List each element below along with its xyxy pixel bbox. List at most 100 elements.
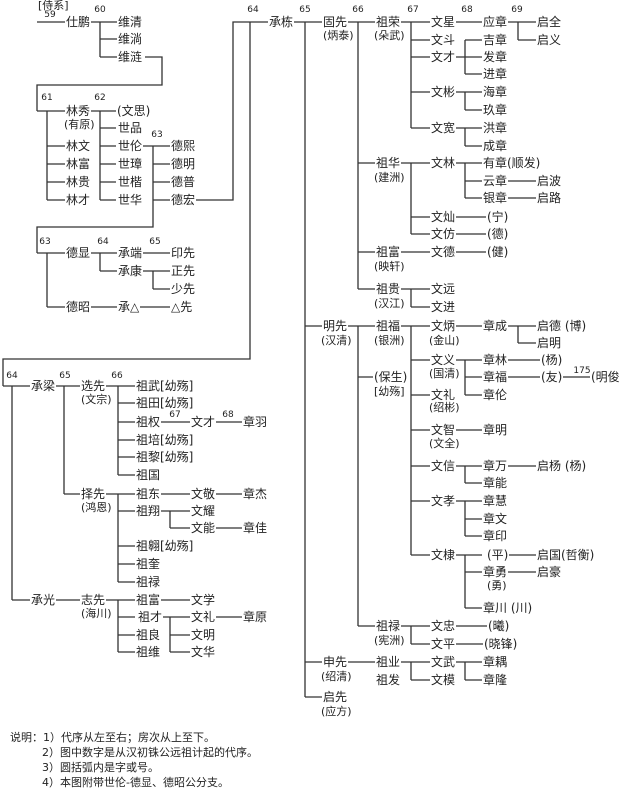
person-name: (明俊) (590, 370, 620, 384)
person-name: 发章 (482, 50, 509, 64)
person-name: 章耦 (482, 655, 509, 669)
generation-number: 67 (169, 410, 181, 420)
person-name: (文思) (116, 104, 152, 118)
person-name: 文远 (430, 282, 457, 296)
person-name: 祖奎 (135, 557, 162, 571)
generation-number: 68 (461, 5, 473, 15)
person-name: 祖才 (137, 610, 164, 624)
person-name: 德普 (170, 175, 197, 189)
person-name: 林富 (65, 157, 92, 171)
person-alias: (国清) (428, 367, 461, 380)
person-name: 章明 (482, 423, 509, 437)
person-name: 有章(顺发) (482, 156, 542, 170)
person-name: 文孝 (430, 494, 457, 508)
generation-number: 66 (352, 5, 364, 15)
person-name: 文才 (190, 415, 217, 429)
person-name: 承端 (117, 246, 144, 260)
person-name: 文才 (430, 50, 457, 64)
person-name: (杨) (540, 353, 564, 367)
generation-number: 62 (94, 93, 106, 103)
person-alias: (宪洲) (373, 634, 406, 647)
person-alias: (绍彬) (428, 401, 461, 414)
person-name: 启豪 (536, 565, 563, 579)
generation-number: 67 (407, 5, 419, 15)
person-name: 文武 (430, 655, 457, 669)
person-name: 德宏 (170, 193, 197, 207)
person-name: 章能 (482, 476, 509, 490)
person-alias: (炳泰) (322, 29, 355, 42)
person-alias: (汉江) (373, 297, 406, 310)
person-name: 文彬 (430, 85, 457, 99)
person-alias: (映轩) (373, 260, 406, 273)
person-name: 祖业 (375, 655, 402, 669)
person-name: (曦) (487, 619, 511, 633)
person-name: 章杰 (242, 487, 269, 501)
person-alias: (海川) (80, 607, 113, 620)
person-alias: (汉清) (320, 334, 353, 347)
person-name: 文棣 (430, 548, 457, 562)
person-name: 德熙 (170, 139, 197, 153)
generation-number: 63 (151, 130, 163, 140)
person-name: 文智 (430, 423, 457, 437)
person-name: 仕鹏 (65, 15, 92, 29)
person-name: 章万 (482, 459, 509, 473)
generation-number: 65 (59, 371, 71, 381)
person-name: 玖章 (482, 103, 509, 117)
person-name: 祖东 (135, 487, 162, 501)
generation-number: 59 (44, 10, 56, 20)
person-name: 启国(哲衡) (536, 548, 596, 562)
person-alias: (勇) (486, 579, 508, 592)
person-alias: [幼殇] (373, 385, 406, 398)
person-name: 维清 (117, 15, 144, 29)
person-name: 世品 (117, 121, 144, 135)
person-name: 祖权 (135, 415, 162, 429)
person-name: 启波 (536, 174, 563, 188)
generation-number: 64 (97, 237, 109, 247)
person-name: 文德 (430, 245, 457, 259)
person-name: (平) (486, 548, 510, 562)
person-name: 文学 (190, 593, 217, 607)
person-name: 文平 (430, 637, 457, 651)
person-name: 印先 (170, 246, 197, 260)
person-name: 文斗 (430, 33, 457, 47)
person-name: 海章 (482, 85, 509, 99)
person-name: 世楷 (117, 175, 144, 189)
person-name: 章佳 (242, 521, 269, 535)
person-name: 文炳 (430, 319, 457, 333)
person-name: 祖富 (135, 593, 162, 607)
person-alias: (应方) (320, 705, 353, 718)
person-name: 世伦 (117, 139, 144, 153)
person-name: 文能 (190, 521, 217, 535)
person-name: 世璋 (117, 157, 144, 171)
person-name: 承梁 (30, 379, 57, 393)
person-name: 林秀 (65, 104, 92, 118)
person-name: 祖发 (375, 673, 402, 687)
person-name: (宁) (486, 210, 510, 224)
person-name: 章福 (482, 370, 509, 384)
person-name: 祖贵 (375, 282, 402, 296)
person-name: 云章 (482, 174, 509, 188)
person-name: 文仿 (430, 227, 457, 241)
person-name: 少先 (170, 282, 197, 296)
legend-note: 3）圆括弧内是字或号。 (42, 761, 159, 774)
person-name: △先 (170, 300, 194, 314)
person-name: 应章 (482, 15, 509, 29)
person-name: 选先 (80, 379, 107, 393)
generation-number: 65 (149, 237, 161, 247)
person-name: 章伦 (482, 388, 509, 402)
person-name: 祖福 (375, 319, 402, 333)
person-name: (晓锋) (483, 637, 519, 651)
person-name: 维涟 (117, 50, 144, 64)
person-name: 文林 (430, 156, 457, 170)
person-name: (德) (486, 227, 510, 241)
person-name: 启全 (536, 15, 563, 29)
person-name: 启明 (536, 336, 563, 350)
person-name: 文星 (430, 15, 457, 29)
person-name: 林文 (65, 139, 92, 153)
person-name: 文礼 (190, 610, 217, 624)
person-alias: (鸿恩) (80, 501, 113, 514)
person-name: 洪章 (482, 121, 509, 135)
person-name: 德明 (170, 157, 197, 171)
person-name: 维淌 (117, 32, 144, 46)
person-name: 承光 (30, 593, 57, 607)
